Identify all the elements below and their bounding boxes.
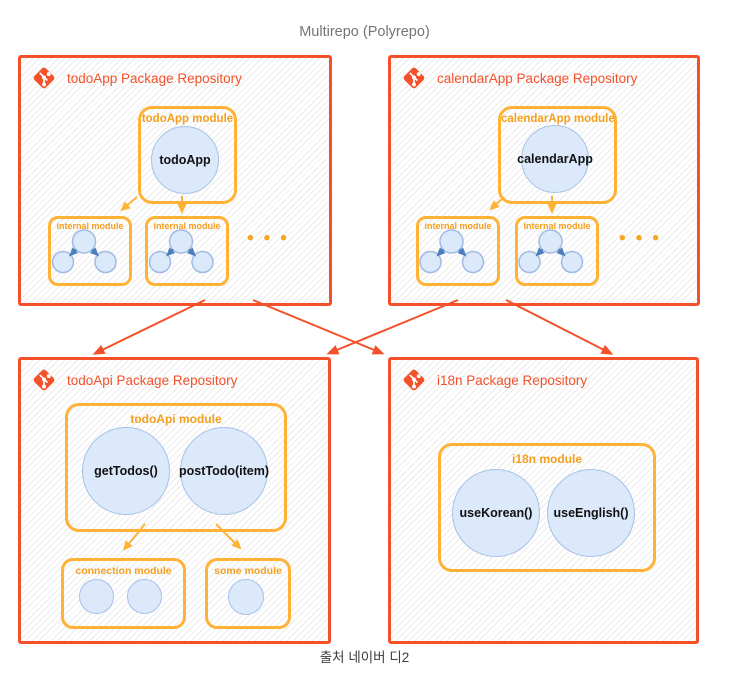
internal-module-label: internal module bbox=[523, 221, 591, 231]
node-gettodos: getTodos() bbox=[82, 427, 170, 515]
repo-todoapp: todoApp Package Repository todoApp modul… bbox=[18, 55, 332, 306]
module-calendarapp: calendarApp module calendarApp bbox=[498, 106, 617, 204]
node-usekorean-label: useKorean() bbox=[459, 506, 533, 520]
node-posttodo-label: postTodo(item) bbox=[178, 464, 270, 478]
node-todoapp: todoApp bbox=[151, 126, 219, 194]
diagram-title: Multirepo (Polyrepo) bbox=[299, 24, 430, 40]
connection-node bbox=[79, 579, 114, 614]
connection-module-label: connection module bbox=[75, 565, 172, 577]
node-usekorean: useKorean() bbox=[452, 469, 540, 557]
more-modules-dots: ••• bbox=[247, 228, 297, 249]
some-module-label: some module bbox=[214, 565, 282, 577]
repo-i18n-header: i18n Package Repository bbox=[400, 366, 587, 394]
repo-calendarapp-label: calendarApp Package Repository bbox=[437, 70, 638, 86]
node-useenglish: useEnglish() bbox=[547, 469, 635, 557]
internal-module: internal module bbox=[515, 216, 599, 286]
arrow-todoapp-to-todoapi bbox=[92, 299, 206, 355]
repo-calendarapp-header: calendarApp Package Repository bbox=[400, 64, 637, 92]
repo-i18n: i18n Package Repository i18n module useK… bbox=[388, 357, 699, 644]
module-todoapp: todoApp module todoApp bbox=[138, 106, 237, 204]
internal-module: internal module bbox=[416, 216, 500, 286]
module-todoapi-label: todoApi module bbox=[130, 412, 222, 426]
node-calendarapp-label: calendarApp bbox=[517, 152, 593, 166]
connection-node bbox=[127, 579, 162, 614]
module-i18n-label: i18n module bbox=[511, 452, 582, 466]
repo-todoapi-label: todoApi Package Repository bbox=[67, 372, 238, 388]
module-todoapp-label: todoApp module bbox=[141, 113, 234, 125]
connection-module: connection module bbox=[61, 558, 186, 629]
repo-i18n-label: i18n Package Repository bbox=[437, 372, 588, 388]
internal-module-label: internal module bbox=[424, 221, 492, 231]
repo-todoapi-header: todoApi Package Repository bbox=[30, 366, 237, 394]
repo-calendarapp: calendarApp Package Repository calendarA… bbox=[388, 55, 700, 306]
git-icon bbox=[403, 369, 425, 391]
git-icon bbox=[33, 67, 55, 89]
source-caption: 출처 네이버 디2 bbox=[319, 650, 410, 665]
internal-module: internal module bbox=[48, 216, 132, 286]
arrow-calendarapp-to-i18n bbox=[505, 299, 614, 355]
node-posttodo: postTodo(item) bbox=[178, 427, 270, 515]
module-calendarapp-label: calendarApp module bbox=[501, 113, 615, 125]
node-gettodos-label: getTodos() bbox=[94, 464, 158, 478]
repo-todoapp-label: todoApp Package Repository bbox=[67, 70, 242, 86]
repo-dependency-arrows bbox=[92, 299, 614, 355]
repo-todoapi: todoApi Package Repository todoApi modul… bbox=[18, 357, 331, 644]
git-icon bbox=[403, 67, 425, 89]
git-icon bbox=[33, 369, 55, 391]
arrow-todoapp-to-i18n bbox=[252, 299, 385, 355]
module-i18n: i18n module useKorean() useEnglish() bbox=[438, 443, 656, 572]
more-modules-dots: ••• bbox=[619, 228, 669, 249]
repo-todoapp-header: todoApp Package Repository bbox=[30, 64, 242, 92]
module-todoapi: todoApi module getTodos() postTodo(item) bbox=[65, 403, 287, 532]
internal-module-label: internal module bbox=[56, 221, 124, 231]
internal-module: internal module bbox=[145, 216, 229, 286]
internal-module-label: internal module bbox=[153, 221, 221, 231]
node-useenglish-label: useEnglish() bbox=[553, 506, 629, 520]
some-node bbox=[228, 579, 264, 615]
arrow-calendarapp-to-todoapi bbox=[326, 299, 459, 355]
node-calendarapp: calendarApp bbox=[517, 125, 593, 193]
some-module: some module bbox=[205, 558, 291, 629]
node-todoapp-label: todoApp bbox=[159, 153, 211, 167]
